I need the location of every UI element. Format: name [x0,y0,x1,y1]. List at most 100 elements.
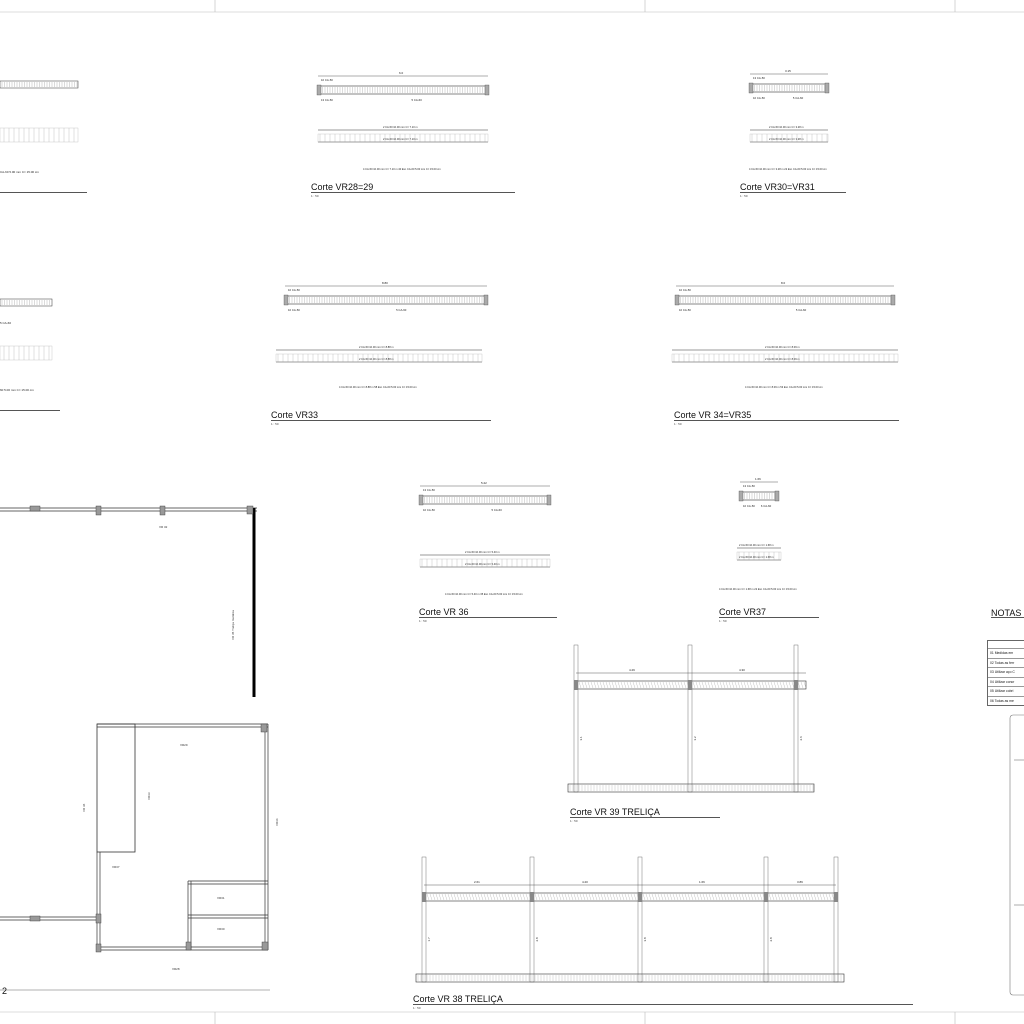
truss-lattice [669,893,673,901]
section-scale: 1 : 50 [271,422,279,426]
rebar-label: 2 CA-50 10.00 mm C= 5.40 m [465,562,500,566]
truss-lattice [798,893,802,901]
truss-lattice [711,893,715,901]
truss-lattice [789,893,793,901]
truss-lattice [755,681,759,689]
truss-lattice [728,681,732,689]
truss-lattice [714,893,718,901]
truss-lattice [471,893,475,901]
stirrup-label: 5 CA-60 [492,508,503,512]
bar-bottom-label: 10 CA-50 [423,508,435,512]
right-detail-frame [1009,714,1024,996]
truss-lattice [708,893,712,901]
truss-lattice [713,681,717,689]
truss-lattice [699,893,703,901]
truss-lattice [693,893,697,901]
title-underline [719,617,819,618]
support-pillar [748,82,754,94]
truss-scale: 1 : 50 [413,1006,421,1010]
truss-lattice [804,893,808,901]
truss-lattice [561,893,565,901]
truss-lattice [573,893,577,901]
plan-title-fragment: 2 [2,986,8,996]
stirrup-diagram [0,345,53,361]
rebar-label: 2 CA-50 10.00 mm C= 3.28 m [769,137,804,141]
truss-lattice [675,893,679,901]
truss-node [764,892,768,902]
stirrup-diagram [275,353,483,363]
plan-beam-label: VR31 [217,896,225,900]
height-dimension: 3.1 [579,736,583,741]
truss-lattice [743,681,747,689]
truss-lattice [678,893,682,901]
truss-node [422,892,426,902]
truss-lattice [645,893,649,901]
truss-lattice [732,893,736,901]
truss-lattice [584,681,588,689]
truss-lattice [761,681,765,689]
truss-lattice [717,893,721,901]
truss-lattice [546,893,550,901]
truss-lattice [807,893,811,901]
height-dimension: 3.2 [693,736,697,741]
truss-lattice [644,681,648,689]
title-underline [0,192,87,193]
truss-lattice [483,893,487,901]
truss-lattice [663,893,667,901]
plan-beam-label: VR29 [180,743,188,747]
beam-elevation [0,80,79,89]
truss-lattice [444,893,448,901]
note-item: 01 Medidas em [988,649,1024,659]
plan-beam-label: VR28 [172,967,180,971]
truss-lattice [744,893,748,901]
rebar-summary: 4 CA-50 10.00 mm C= 8.09 m 53 Est. CA-60… [745,385,823,389]
rebar-label: 2 CA-50 10.00 mm C= 8.09 m [765,357,800,361]
truss-lattice [753,893,757,901]
rebar-summary: 4 CA-50 10.00 mm C= 1.68 m 22 Est. CA-60… [719,587,797,591]
truss-lattice [651,893,655,901]
partial-left-sections [0,80,79,361]
truss-lattice [782,681,786,689]
truss-lattice [519,893,523,901]
truss-lattice [459,893,463,901]
partial-bar: 5 CA-60 [0,321,12,325]
truss-lattice [480,893,484,901]
stirrup-label: 6 CA-60 [761,504,772,508]
truss-lattice [590,681,594,689]
stirrup-label: 5 CA-60 [793,96,804,100]
truss-lattice [698,681,702,689]
truss-lattice [702,893,706,901]
truss-lattice [750,893,754,901]
section-scale: 1 : 50 [674,422,682,426]
section-title: Corte VR 36 [419,607,469,617]
rebar-label: 2 CA-50 10.00 mm C= 3.28 m [769,125,804,129]
truss-node [688,680,692,690]
truss-lattice [612,893,616,901]
section-scale: 1 : 50 [740,194,748,198]
truss-lattice [594,893,598,901]
truss-lattice [647,681,651,689]
truss-lattice [618,893,622,901]
beam-elevation [0,298,53,307]
truss-node [638,892,642,902]
truss-post [421,856,427,983]
truss-lattice [648,893,652,901]
truss-lattice [567,893,571,901]
truss-lattice [632,681,636,689]
truss-lattice [780,893,784,901]
truss-lattice [630,893,634,901]
support-pillar [824,82,830,94]
plan-beam-label: VR34 [275,818,279,826]
section-scale: 1 : 50 [311,194,319,198]
title-underline [419,617,557,618]
truss-lattice [627,893,631,901]
support-pillar [674,294,680,306]
truss-lattice [695,681,699,689]
truss-post [573,644,579,793]
truss-lattice [767,681,771,689]
truss-lattice [605,681,609,689]
stirrup-label: 5 CA-60 [396,308,407,312]
